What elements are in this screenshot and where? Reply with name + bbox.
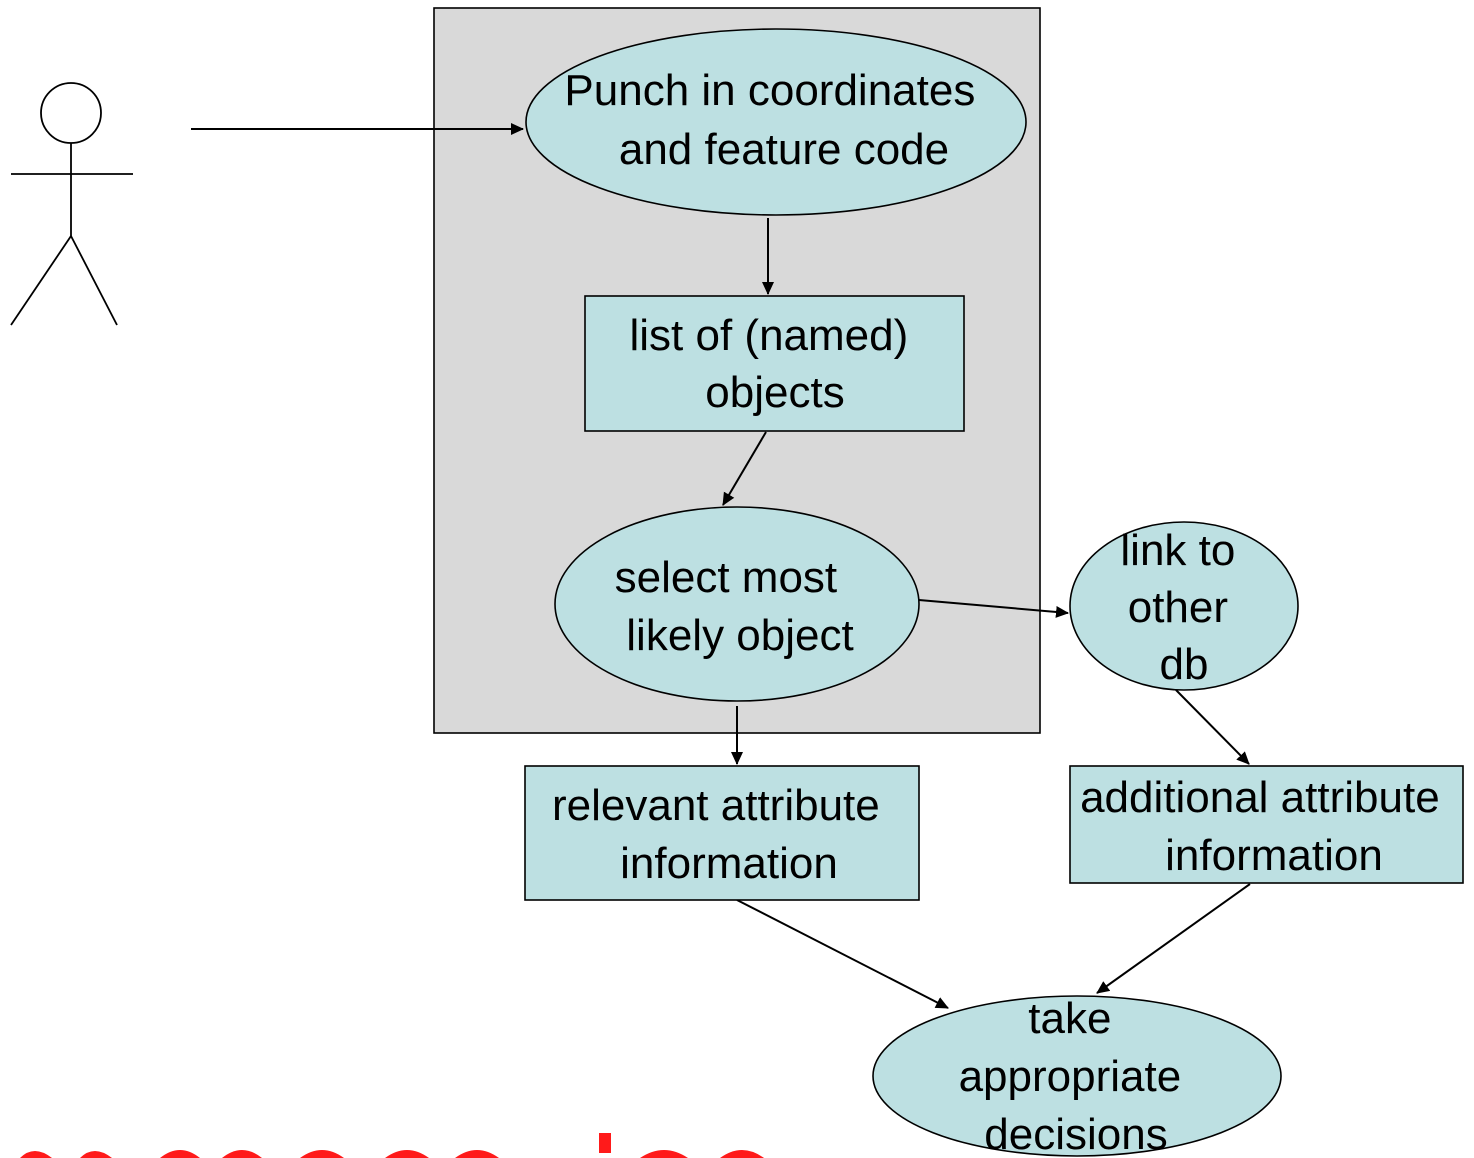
svg-text:link to other db: link to other db bbox=[1120, 526, 1247, 689]
svg-text:relevant attribute infor: relevant attribute information bbox=[552, 781, 892, 888]
svg-text:select most likely objec: select most likely object bbox=[615, 553, 854, 660]
punch-in-coordinates-node: Punch in coordinates and feature code bbox=[525, 28, 1027, 216]
link-to-other-db-node: link to other db bbox=[1069, 521, 1299, 691]
punch-in-line-2: and feature code bbox=[619, 125, 949, 174]
edges bbox=[191, 123, 1251, 1009]
take-appropriate-decisions-node: take appropriate decisions bbox=[872, 994, 1282, 1158]
list-objects-line-2: objects bbox=[705, 368, 844, 417]
additional-info-line-2: information bbox=[1165, 831, 1383, 880]
edge-relevant-to-decisions bbox=[736, 899, 949, 1009]
select-most-likely-object-node: select most likely object bbox=[554, 506, 920, 702]
svg-text:Punch in coordinates and: Punch in coordinates and feature code bbox=[564, 66, 987, 174]
decisions-line-3: decisions bbox=[984, 1110, 1167, 1158]
edge-link-to-additional bbox=[1175, 689, 1250, 765]
cropped-red-text-fragment bbox=[20, 1133, 764, 1158]
link-db-line-2: other bbox=[1128, 583, 1228, 632]
relevant-info-line-2: information bbox=[620, 839, 838, 888]
edge-select-to-link bbox=[918, 599, 1069, 618]
edge-additional-to-decisions bbox=[1096, 883, 1251, 994]
decisions-line-2: appropriate bbox=[959, 1052, 1182, 1101]
link-db-line-1: link to bbox=[1120, 526, 1235, 575]
select-object-line-2: likely object bbox=[626, 611, 853, 660]
punch-in-line-1: Punch in coordinates bbox=[564, 66, 975, 115]
decisions-line-1: take bbox=[1028, 994, 1111, 1043]
svg-text:take appropriate d: take appropriate decisions bbox=[959, 994, 1194, 1158]
relevant-attribute-information-node: relevant attribute information bbox=[524, 765, 920, 901]
list-of-objects-node: list of (named) objects bbox=[584, 295, 965, 432]
svg-text:list of (named) objects: list of (named) objects bbox=[630, 311, 921, 417]
svg-text:additional attribute inf: additional attribute information bbox=[1080, 773, 1452, 880]
relevant-info-line-1: relevant attribute bbox=[552, 781, 880, 830]
link-db-line-3: db bbox=[1160, 640, 1209, 689]
additional-attribute-information-node: additional attribute information bbox=[1069, 765, 1464, 884]
select-object-line-1: select most bbox=[615, 553, 838, 602]
list-objects-line-1: list of (named) bbox=[630, 311, 909, 360]
stick-figure-actor-icon bbox=[10, 82, 133, 326]
edge-list-to-select bbox=[722, 431, 767, 506]
additional-info-line-1: additional attribute bbox=[1080, 773, 1440, 822]
